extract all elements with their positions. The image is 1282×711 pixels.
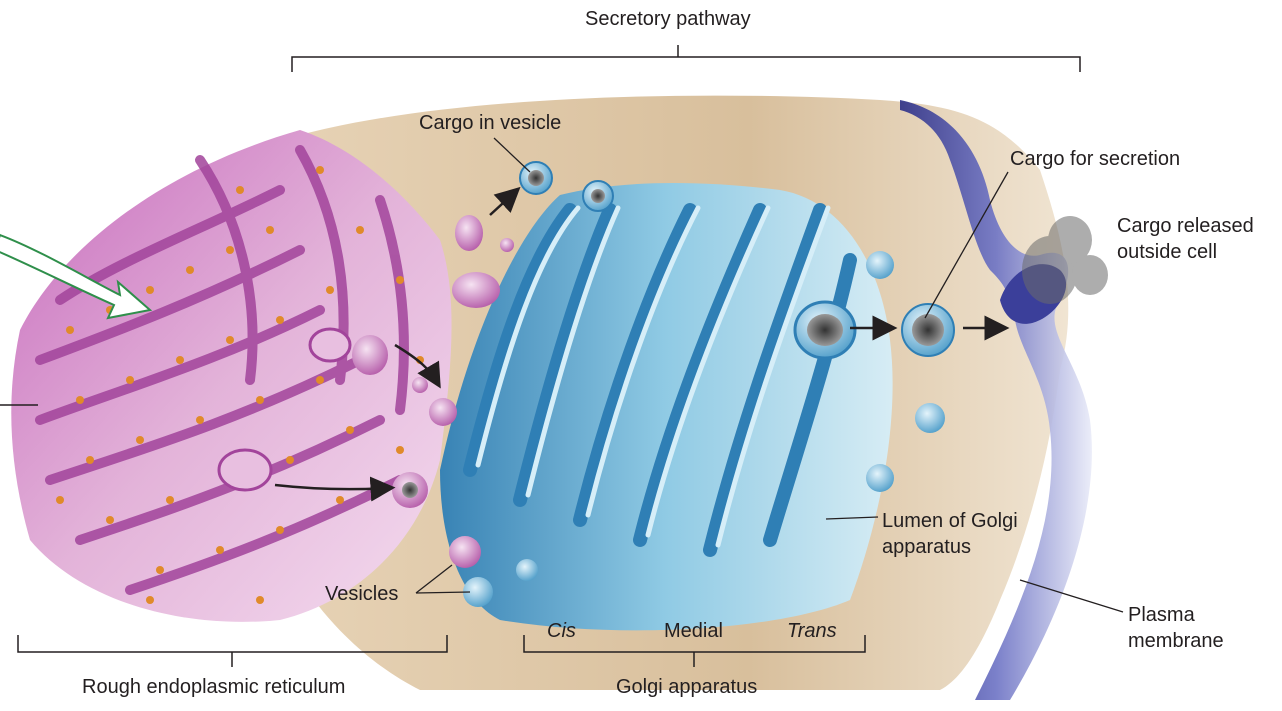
released-cargo-cloud — [1022, 216, 1108, 304]
label-medial: Medial — [664, 620, 723, 642]
label-lumen-line2: apparatus — [882, 536, 971, 558]
label-cis: Cis — [547, 620, 576, 642]
label-plasma-line2: membrane — [1128, 630, 1224, 652]
label-golgi-apparatus: Golgi apparatus — [616, 676, 758, 698]
label-cargo-in-vesicle: Cargo in vesicle — [419, 112, 562, 134]
label-plasma-line1: Plasma — [1128, 604, 1195, 626]
label-rough-er: Rough endoplasmic reticulum — [82, 676, 346, 698]
label-secretory-pathway: Secretory pathway — [585, 8, 751, 30]
label-lumen-line1: Lumen of Golgi — [882, 510, 1018, 532]
brackets — [17, 45, 1081, 667]
golgi-stack — [440, 183, 893, 631]
label-cargo-for-secretion: Cargo for secretion — [1010, 148, 1181, 170]
highlight-arrow — [0, 233, 153, 320]
leader-lines — [415, 137, 1124, 613]
vesicles — [352, 161, 955, 607]
label-cargo-released-line1: Cargo released — [1117, 215, 1254, 237]
label-cargo-released-line2: outside cell — [1117, 241, 1218, 263]
label-trans: Trans — [787, 620, 837, 642]
label-vesicles: Vesicles — [325, 583, 399, 605]
rough-er — [11, 130, 452, 622]
pathway-arrows — [274, 186, 1010, 502]
